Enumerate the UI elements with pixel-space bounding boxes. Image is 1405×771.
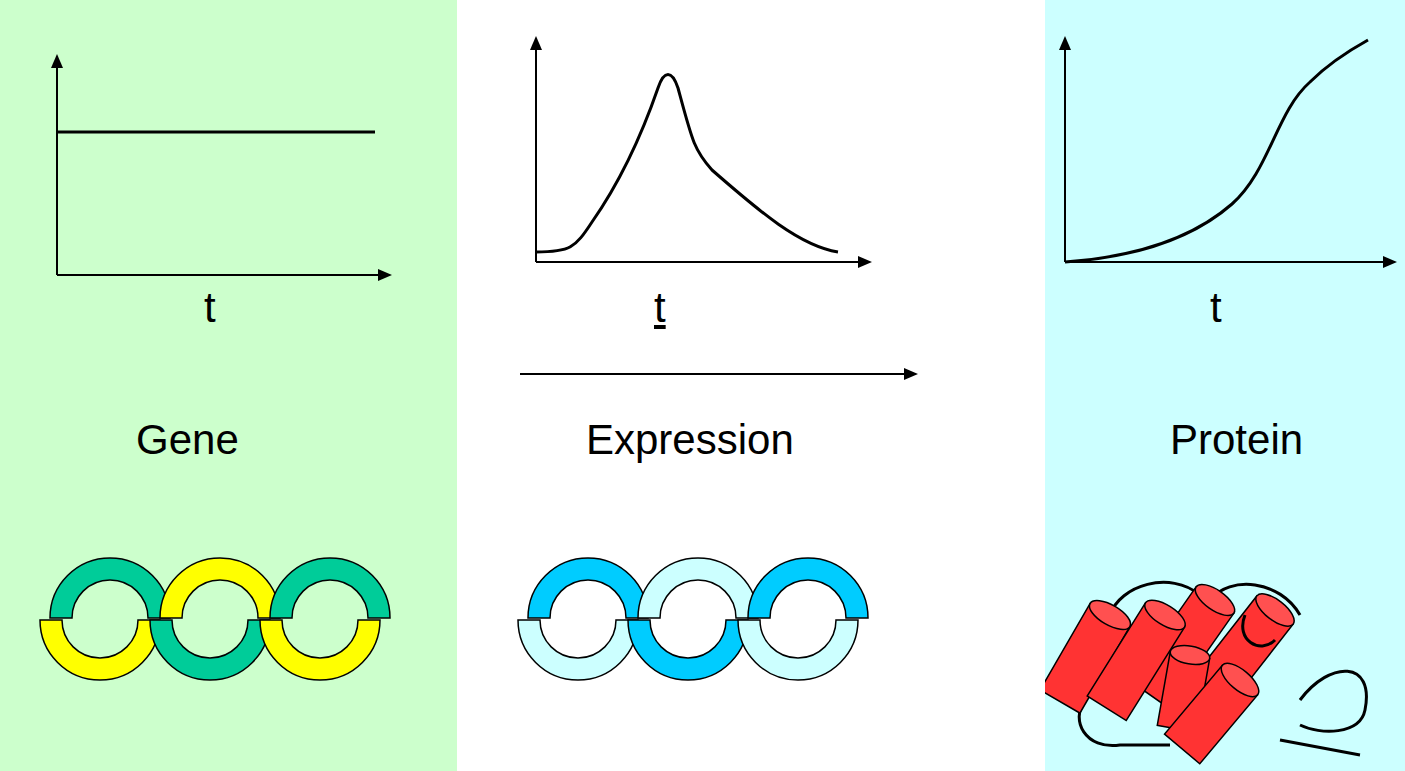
panel-title: Expression xyxy=(586,416,794,464)
axis-label: t xyxy=(204,284,216,332)
panel-title: Protein xyxy=(1170,416,1303,464)
protein-illustration xyxy=(1045,0,1405,771)
panel-title: Gene xyxy=(136,416,239,464)
axis-label: t xyxy=(654,284,666,332)
gene-illustration xyxy=(0,0,457,771)
axis-label: t xyxy=(1210,284,1222,332)
gene-panel: tGene xyxy=(0,0,457,771)
protein-panel: tProtein xyxy=(1045,0,1405,771)
